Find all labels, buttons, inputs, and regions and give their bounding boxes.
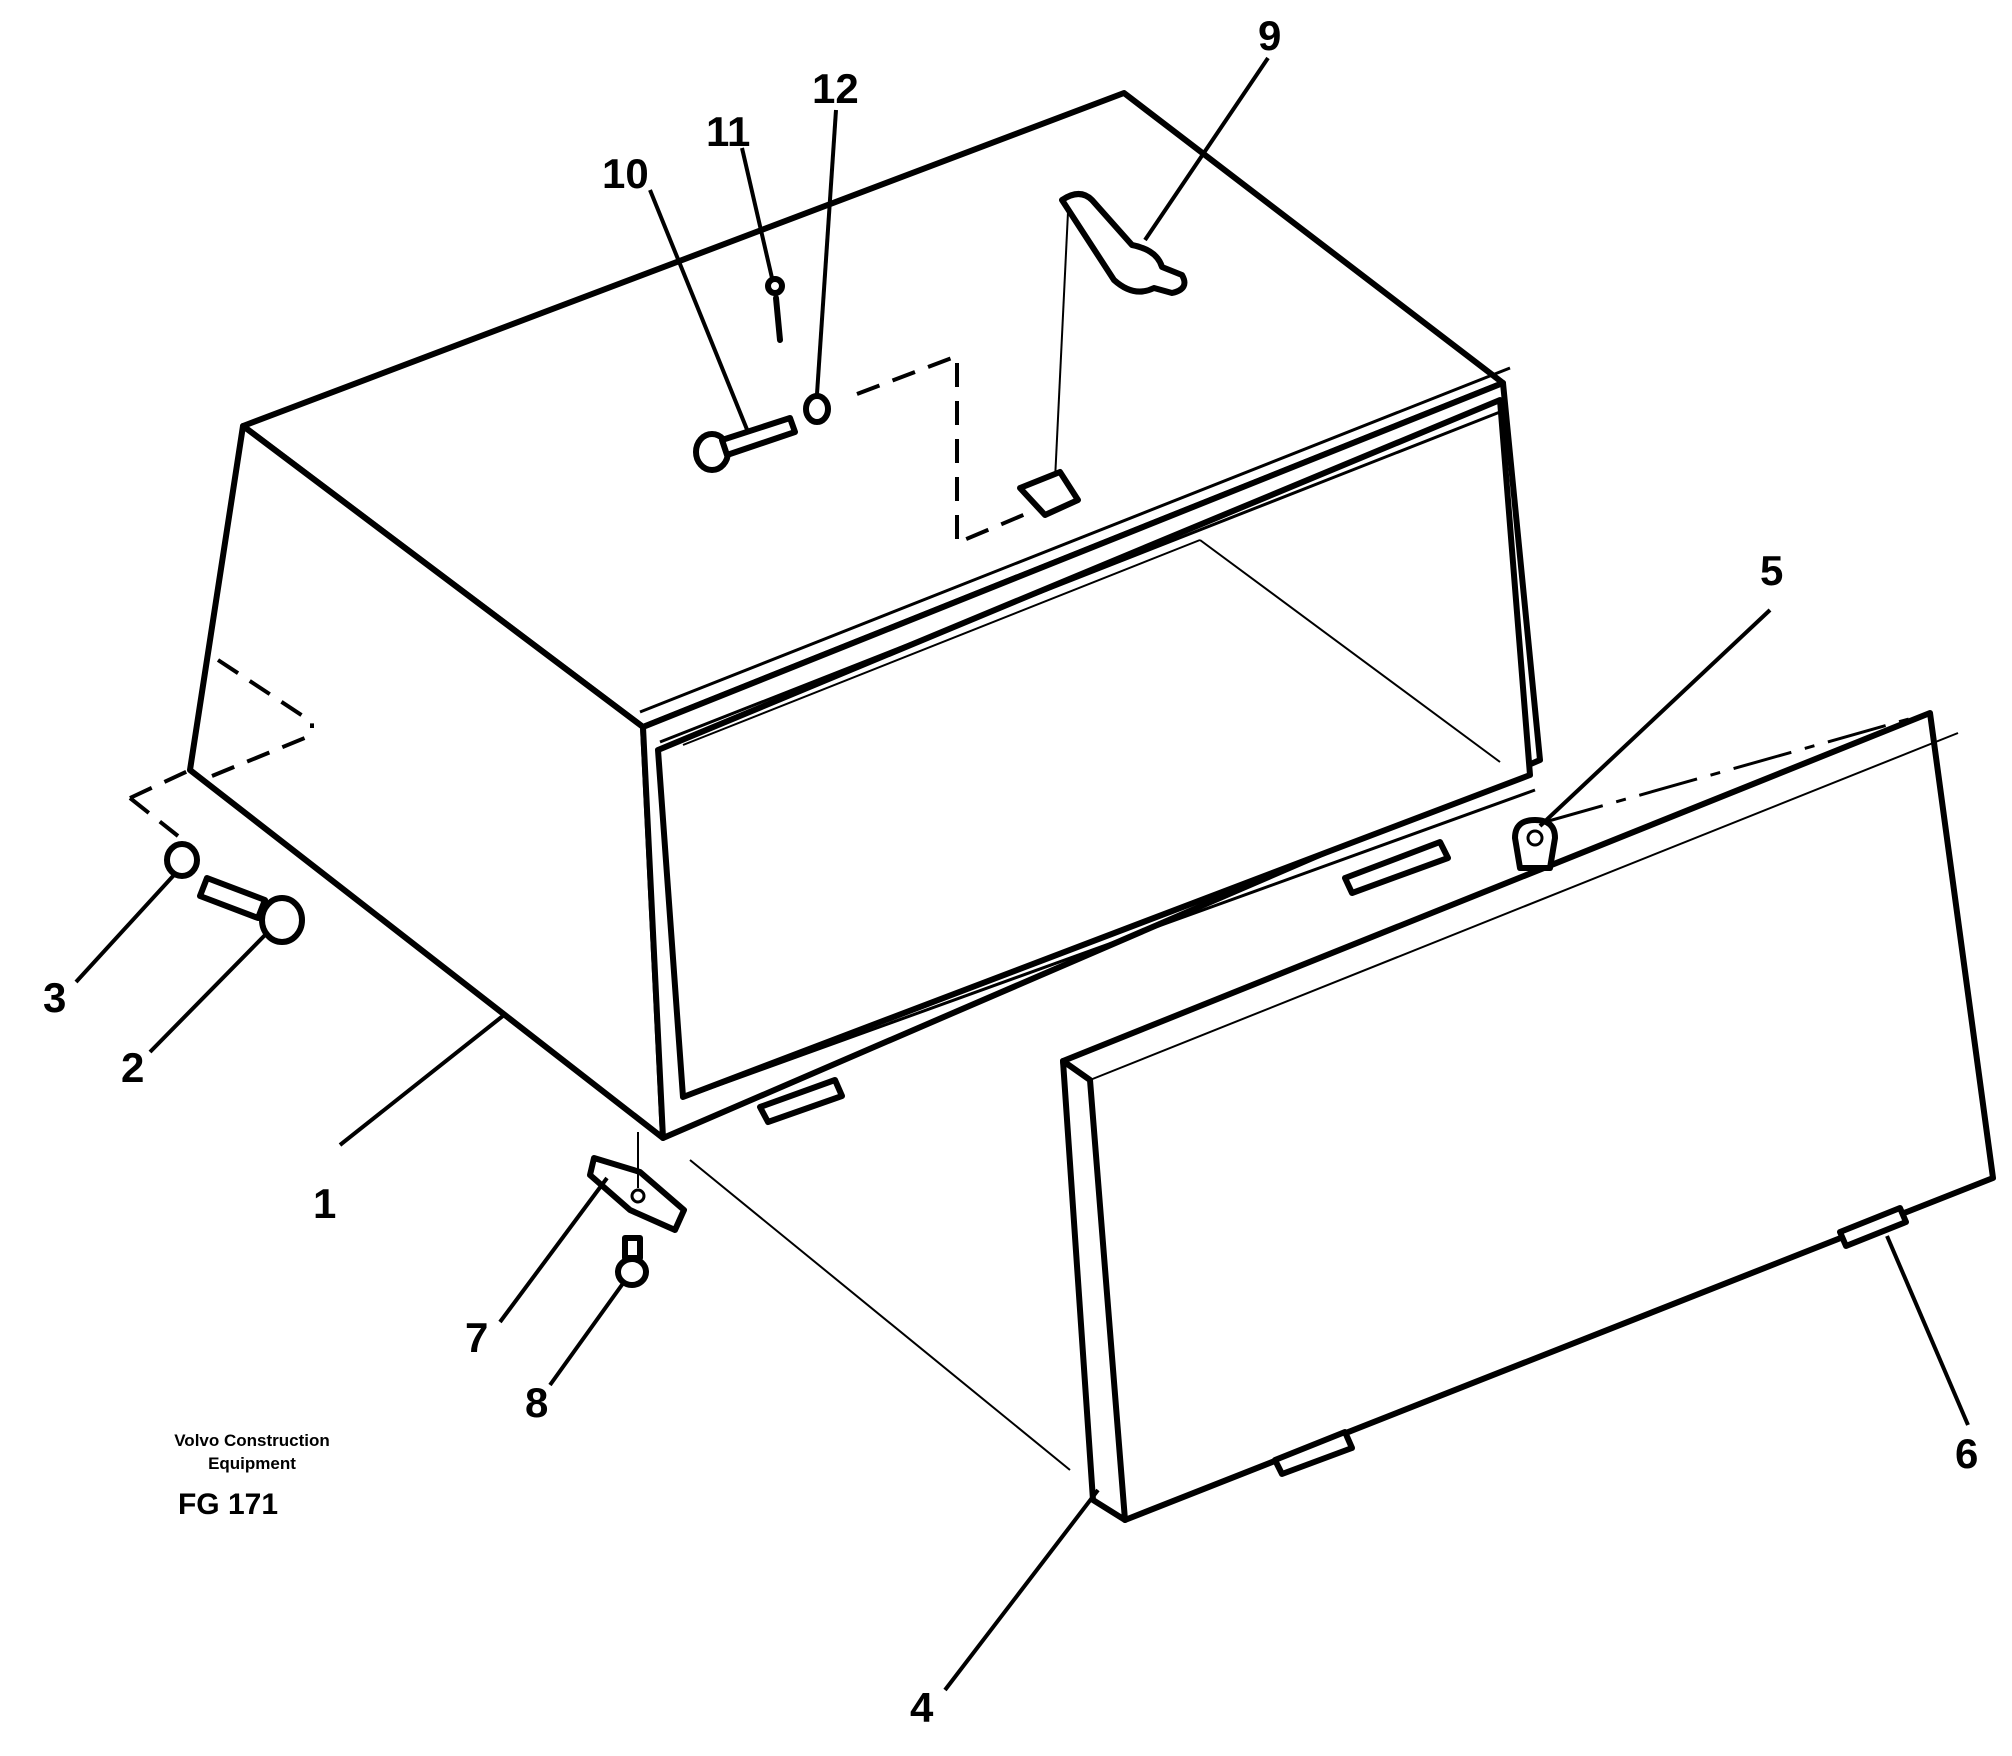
lid-hinge-left	[1272, 1429, 1355, 1477]
latch-set	[587, 1132, 687, 1288]
box-bottom-lip	[682, 788, 1536, 1100]
box-hinge-right	[1342, 839, 1451, 896]
lid-hinge-right	[1837, 1205, 1909, 1249]
side-hole-dash-4	[128, 796, 180, 838]
box-interior-edge-top	[682, 539, 1201, 746]
leader-9	[1143, 56, 1270, 242]
box-hinge-left	[757, 1077, 845, 1125]
leader-8	[548, 1280, 626, 1387]
handle-assembly-line	[1054, 211, 1069, 481]
lock-hasp	[1512, 817, 1558, 871]
callout-8: 8	[525, 1379, 548, 1426]
callout-12: 12	[812, 65, 859, 112]
bolt-set	[164, 841, 305, 945]
side-hole-dash-3	[129, 768, 191, 800]
leader-7	[498, 1176, 609, 1324]
callout-10: 10	[602, 150, 649, 197]
leader-4	[943, 1488, 1100, 1692]
lid-projection-line	[689, 1159, 1071, 1471]
lid-edge	[1060, 1058, 1128, 1523]
callout-7: 7	[465, 1314, 488, 1361]
leader-3	[74, 873, 176, 984]
lid-align-line	[1544, 711, 1931, 824]
cotter-pin-head	[765, 276, 785, 296]
box-top-lip-inner	[659, 410, 1501, 744]
callout-11: 11	[706, 108, 750, 155]
side-washer	[164, 841, 200, 879]
bolt-head	[259, 895, 305, 945]
hinge-pin-shank	[719, 415, 798, 458]
callout-2: 2	[121, 1044, 144, 1091]
leader-lines	[74, 56, 1970, 1692]
leader-1	[338, 1013, 506, 1147]
latch-tab-hole	[630, 1188, 646, 1204]
box-top-lip	[639, 366, 1511, 714]
side-hole-dash	[216, 658, 314, 728]
leader-5	[1538, 608, 1772, 828]
pin-assembly-dash	[856, 353, 1036, 547]
callout-5: 5	[1760, 547, 1783, 594]
callout-6: 6	[1955, 1430, 1978, 1477]
leader-11	[740, 147, 774, 279]
leader-10	[648, 189, 750, 433]
lid-inner-edge	[1089, 732, 1959, 1081]
leader-2	[148, 930, 270, 1054]
lock-keyhole	[1526, 829, 1544, 847]
callout-labels: 1 2 3 4 5 6 7 8 9 10 11 12	[43, 12, 1978, 1731]
box-opening	[655, 397, 1533, 1100]
lid-panel	[689, 710, 1996, 1523]
credit-line-1: Volvo Construction	[174, 1431, 330, 1450]
handle-bracket	[1017, 469, 1081, 518]
callout-4: 4	[910, 1684, 934, 1731]
callout-9: 9	[1258, 12, 1281, 59]
screw-head	[615, 1256, 649, 1288]
callout-1: 1	[313, 1180, 336, 1227]
hinge-pin-set	[693, 276, 1036, 547]
handle-grip	[1059, 191, 1188, 296]
leader-6	[1885, 1235, 1970, 1426]
callout-3: 3	[43, 974, 66, 1021]
leader-12	[815, 109, 838, 395]
bolt-shank	[197, 875, 268, 921]
side-hole-dash-2	[211, 733, 313, 778]
figure-code: FG 171	[178, 1488, 278, 1521]
box-interior-edge	[1199, 539, 1501, 763]
cotter-pin-leg	[773, 295, 783, 343]
box-housing	[128, 90, 1543, 1141]
washer	[803, 393, 831, 425]
handle	[1017, 191, 1188, 518]
credit-line-2: Equipment	[208, 1454, 296, 1473]
screw-shank	[622, 1235, 643, 1261]
figure-credit: Volvo Construction Equipment FG 171	[174, 1431, 330, 1521]
latch-tab	[587, 1155, 687, 1233]
